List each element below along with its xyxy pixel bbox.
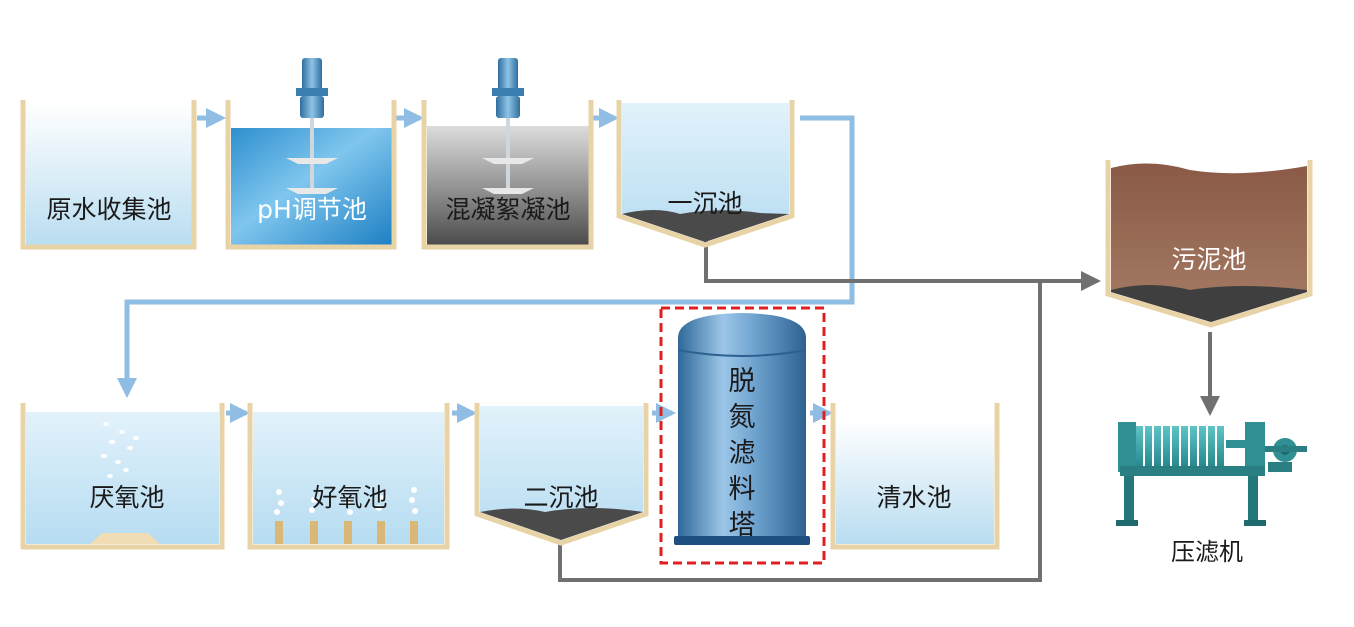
label-aerobic-tank: 好氧池 [312, 483, 387, 512]
tank-secondary-sedimentation: 二沉池 [474, 403, 649, 546]
sludge-pipe-sed2-return [558, 281, 1042, 582]
label-coagulation-tank: 混凝絮凝池 [445, 195, 570, 224]
bubble-particles [274, 487, 418, 515]
tank-aerobic: 好氧池 [247, 403, 450, 550]
flow-pipe-sed1-to-anaerobic [117, 115, 855, 398]
tank-clean-water: 清水池 [830, 403, 1000, 550]
label-secondary-sed-tank: 二沉池 [523, 483, 598, 512]
label-filter-press: 压滤机 [1171, 538, 1243, 566]
tower-char-1: 脱 [729, 366, 756, 397]
water-flow-pipes [117, 108, 855, 423]
bubble-particles [101, 422, 139, 478]
tower-char-3: 滤 [729, 438, 756, 469]
highlight-box [659, 306, 826, 565]
tank-sludge: 污泥池 [1105, 160, 1313, 328]
tank-raw-water: 原水收集池 [20, 100, 197, 250]
label-clean-water-tank: 清水池 [876, 483, 951, 512]
sludge-pipe-sed1-to-sludge-tank [704, 240, 1101, 291]
mixer-icon [482, 58, 534, 194]
tank-coagulation: 混凝絮凝池 [421, 58, 594, 250]
tank-ph-adjust: pH调节池 [225, 58, 397, 250]
aerator-icons [275, 521, 418, 544]
tower-char-2: 氮 [729, 402, 756, 433]
mixer-icon [286, 58, 338, 194]
tank-anaerobic: 厌氧池 [20, 403, 225, 550]
tower-char-5: 塔 [729, 510, 756, 541]
label-raw-water-tank: 原水收集池 [46, 195, 171, 224]
denitrification-filter-tower: 脱 氮 滤 料 塔 [674, 313, 810, 545]
label-anaerobic-tank: 厌氧池 [89, 483, 164, 512]
sludge-flow-pipes [558, 240, 1220, 582]
label-sludge-tank: 污泥池 [1171, 245, 1246, 274]
tower-label: 脱 氮 滤 料 塔 [729, 366, 756, 541]
tank-primary-sedimentation: 一沉池 [616, 100, 795, 248]
tower-char-4: 料 [729, 474, 756, 505]
label-primary-sed-tank: 一沉池 [667, 189, 742, 218]
filter-press-icon [1116, 422, 1307, 526]
label-ph-tank: pH调节池 [257, 195, 367, 224]
